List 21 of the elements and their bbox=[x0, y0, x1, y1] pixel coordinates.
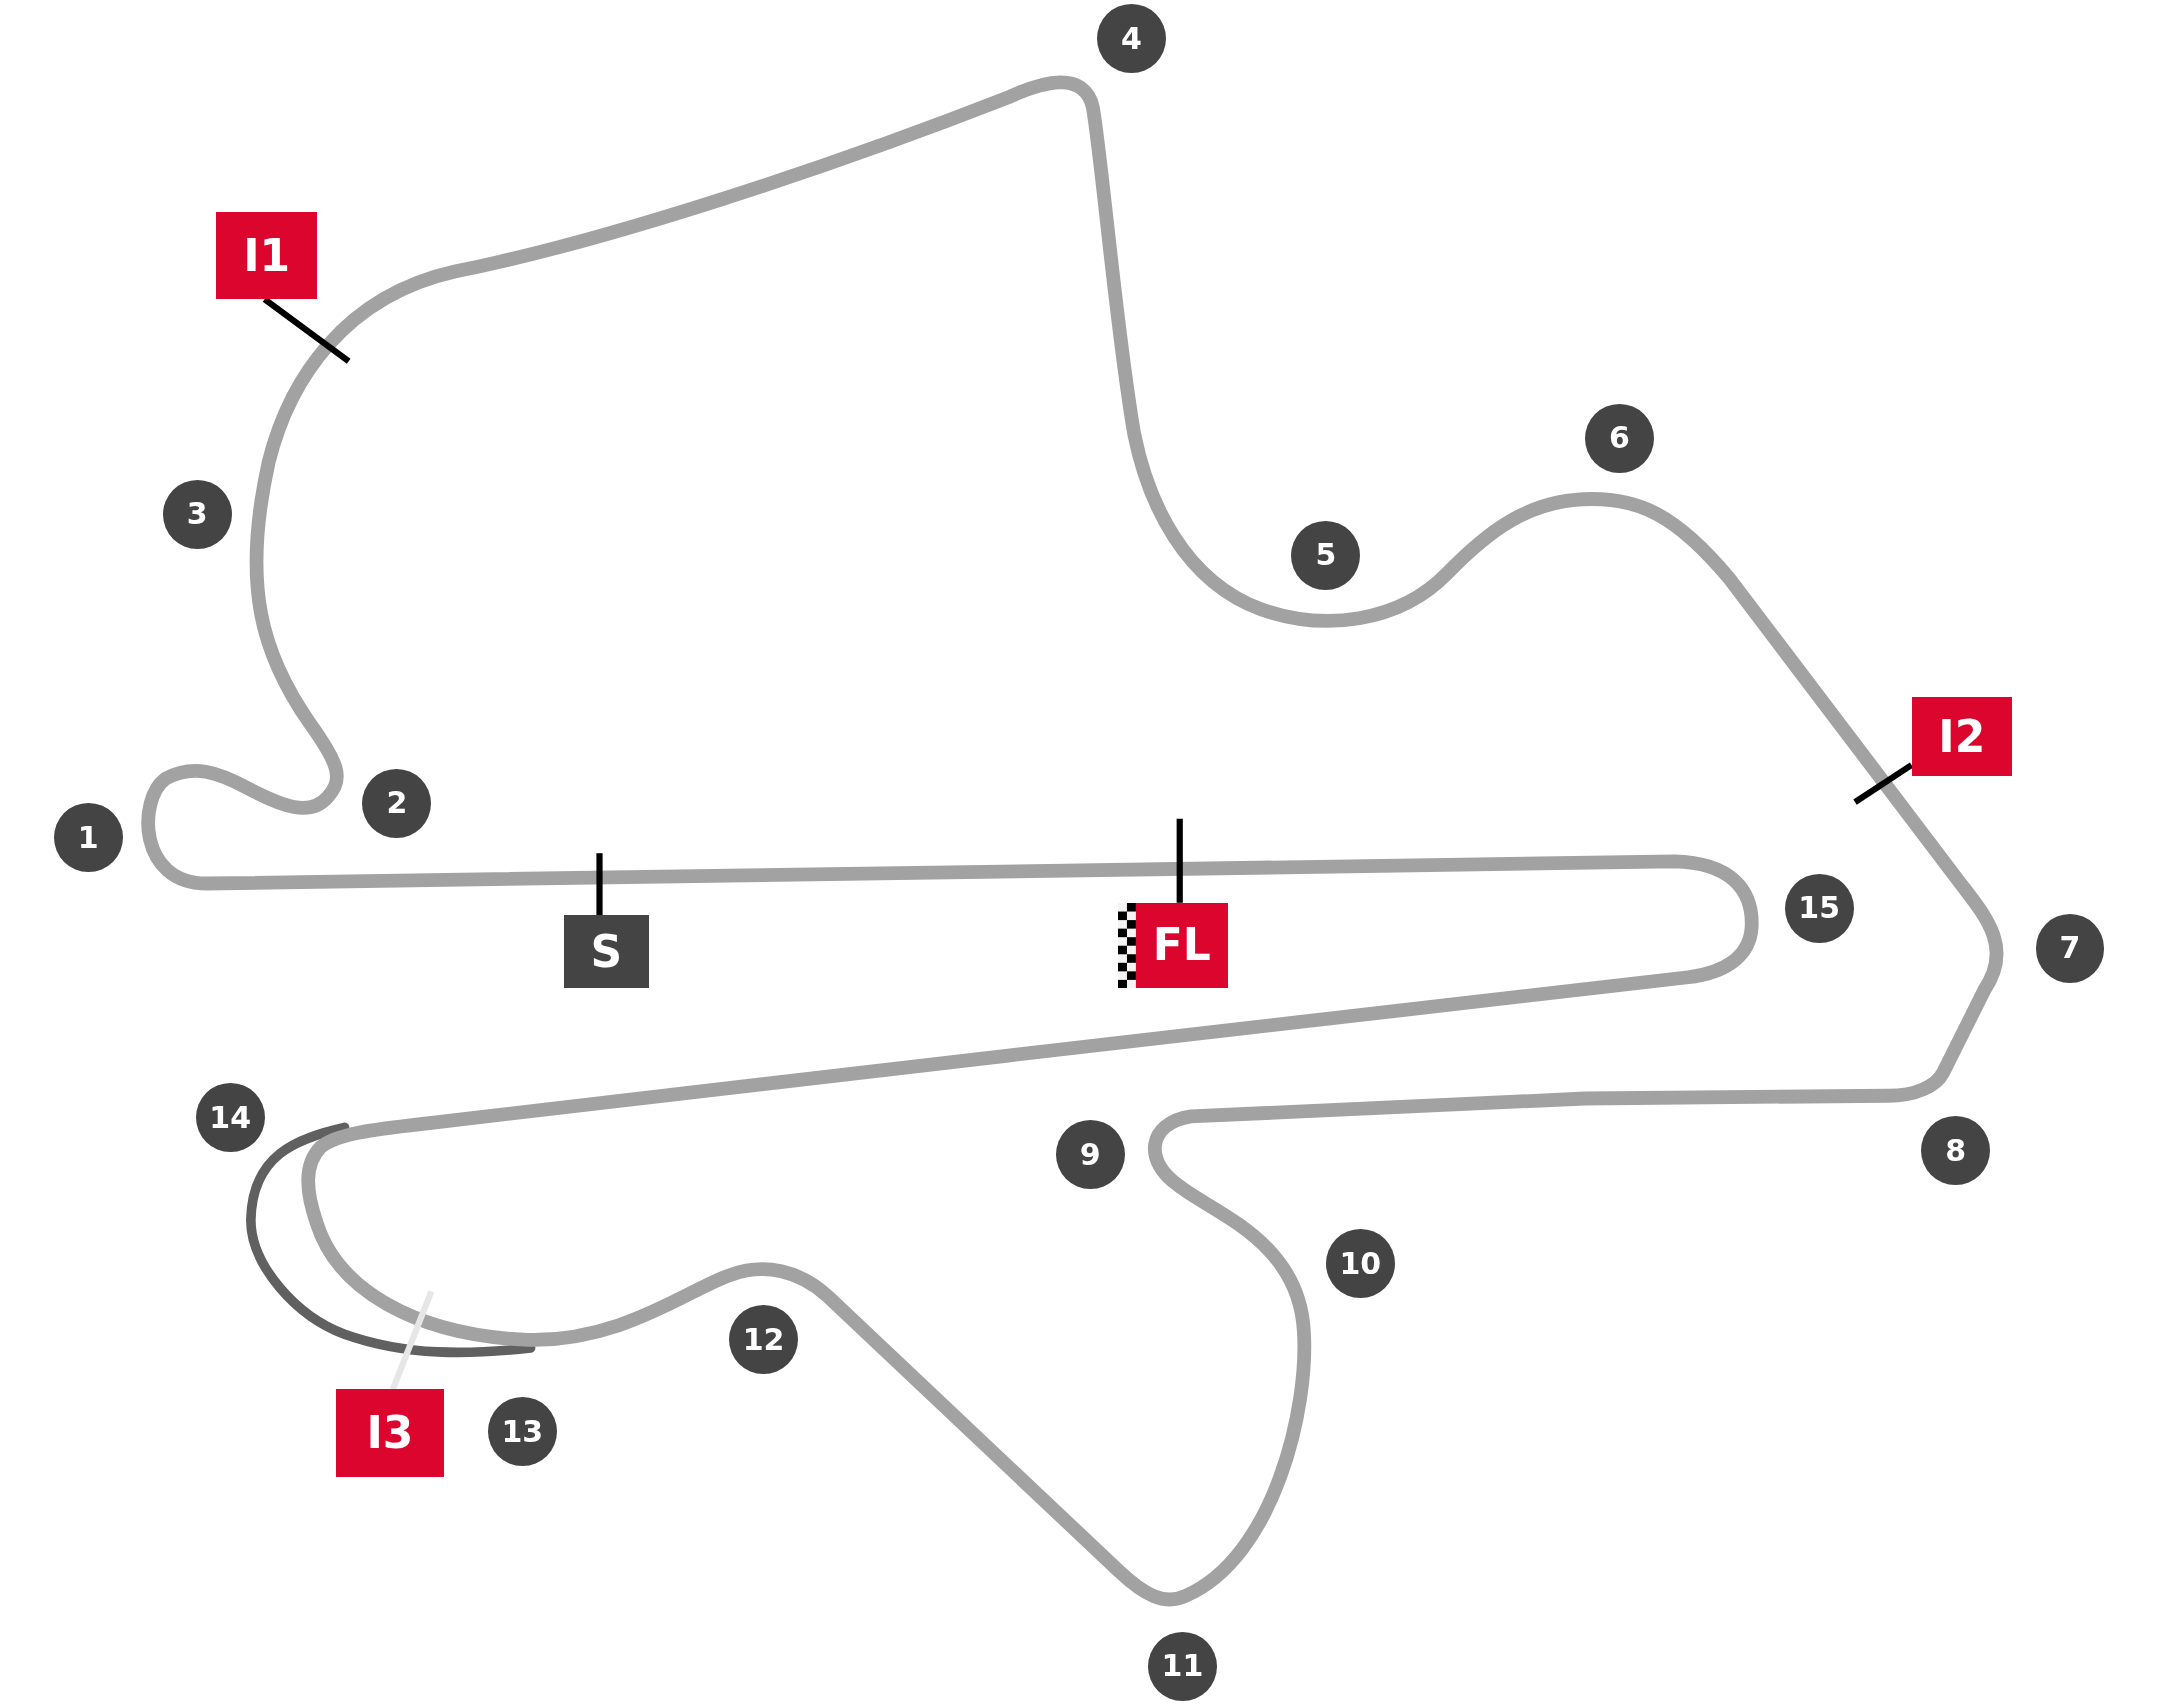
track-marker-label bbox=[1117, 902, 1228, 989]
turn-number-marker: 10 bbox=[1325, 1229, 1395, 1299]
turn-number-marker: 8 bbox=[1921, 1116, 1991, 1186]
race-track-map bbox=[141, 75, 2004, 1607]
turn-number-marker: 6 bbox=[1584, 403, 1654, 473]
turn-number-marker: 11 bbox=[1148, 1631, 1217, 1701]
leader-line bbox=[1176, 818, 1183, 903]
turn-number-marker: 3 bbox=[162, 479, 232, 549]
turn-number-marker: 4 bbox=[1097, 4, 1166, 74]
marker-text: FL bbox=[1152, 923, 1211, 968]
turn-number-marker: 12 bbox=[729, 1305, 798, 1375]
leader-line bbox=[596, 853, 603, 916]
turn-number-marker: 5 bbox=[1291, 520, 1361, 590]
turn-number-marker: 7 bbox=[2035, 913, 2105, 983]
track-marker-label: I2 bbox=[1911, 697, 2013, 776]
turn-number-marker: 14 bbox=[195, 1083, 265, 1153]
turn-number-marker: 1 bbox=[53, 803, 123, 873]
track-marker-label: I3 bbox=[336, 1389, 444, 1478]
track-marker-label: S bbox=[563, 915, 650, 989]
track-marker-label: I1 bbox=[216, 212, 317, 300]
turn-number-marker: 13 bbox=[487, 1397, 557, 1467]
